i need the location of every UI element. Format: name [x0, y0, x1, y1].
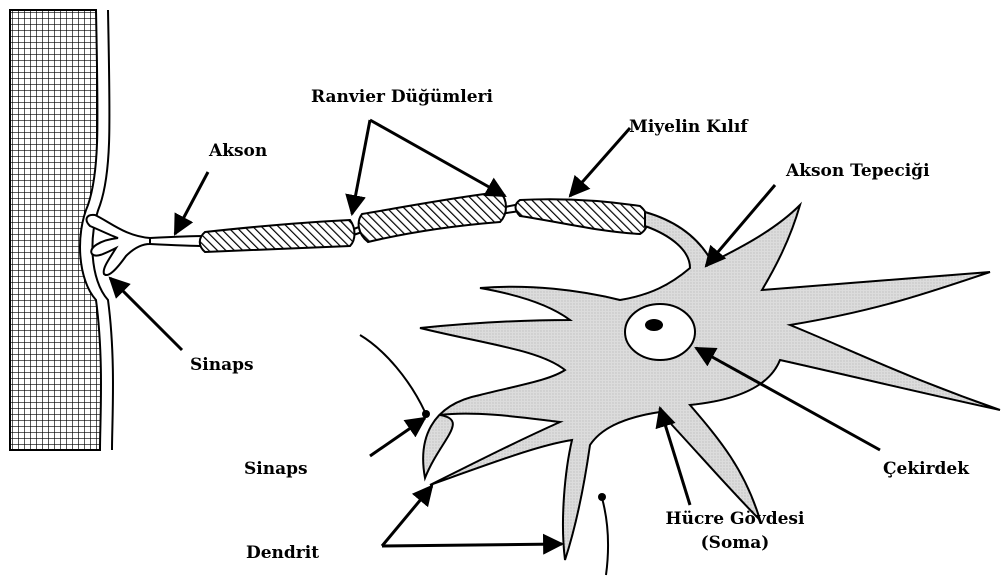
arrow-sinaps-bottom: [370, 418, 425, 456]
arrow-sinaps-top: [110, 278, 182, 350]
arrow-ranvier-2: [370, 120, 505, 196]
label-nucleus: Çekirdek: [883, 460, 969, 480]
arrow-miyelin: [570, 128, 630, 196]
arrow-dendrit-1: [382, 486, 432, 546]
muscle-tissue: [10, 10, 101, 450]
arrow-dendrit-2: [382, 544, 562, 546]
arrow-ranvier-1: [352, 120, 370, 214]
synapse-knob-left: [422, 410, 430, 418]
label-cell-body: Hücre Gövdesi: [640, 510, 830, 530]
nucleolus: [645, 319, 663, 331]
label-axon: Akson: [209, 142, 267, 162]
label-ranvier-nodes: Ranvier Düğümleri: [311, 88, 493, 108]
label-axon-hillock: Akson Tepeciği: [786, 162, 930, 182]
axon: [150, 236, 205, 246]
label-myelin-sheath: Miyelin Kılıf: [629, 118, 748, 138]
axon-terminal: [87, 215, 150, 275]
label-dendrite: Dendrit: [246, 544, 319, 564]
myelin-segment-1: [200, 220, 355, 252]
label-synapse-top: Sinaps: [190, 356, 254, 376]
myelin-segment-2: [359, 192, 506, 242]
synapse-fiber-left: [360, 335, 425, 412]
myelin-segment-3: [516, 199, 648, 234]
label-synapse-bottom: Sinaps: [244, 460, 308, 480]
label-soma: (Soma): [640, 534, 830, 554]
synapse-fiber-bottom: [602, 498, 608, 575]
soma: [420, 205, 1000, 560]
arrow-akson: [175, 172, 208, 234]
synapse-knob-bottom: [598, 493, 606, 501]
nucleus: [625, 304, 695, 360]
